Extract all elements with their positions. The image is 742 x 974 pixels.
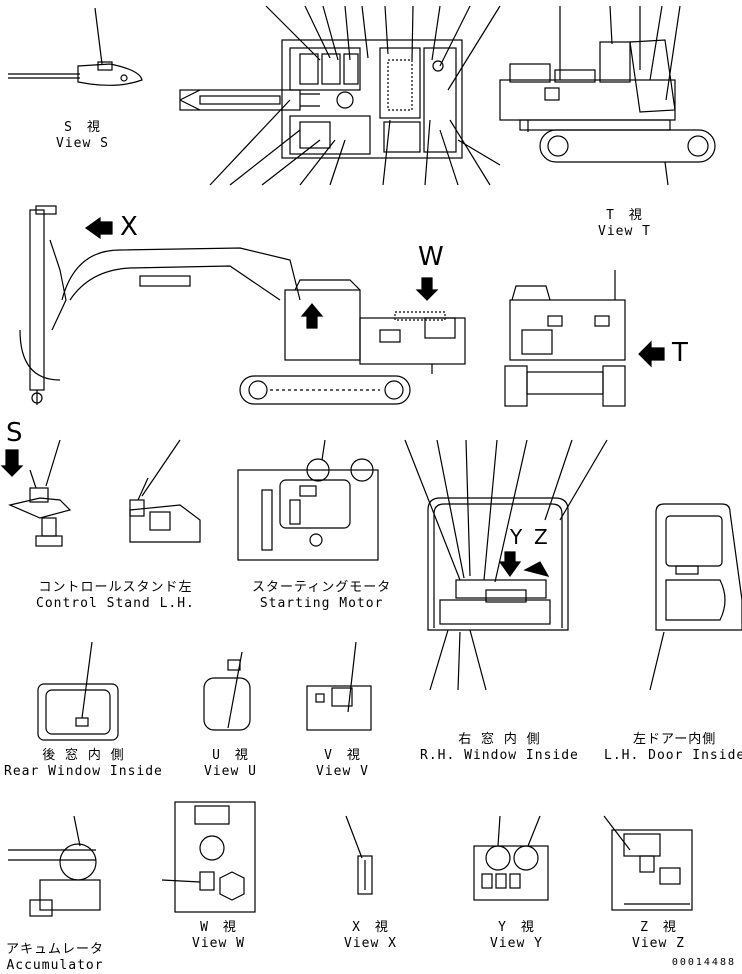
lh-door-drawing [649, 503, 742, 691]
starting-motor-drawing [237, 439, 379, 561]
letter-s: S [6, 418, 23, 448]
view-t-drawing [499, 5, 716, 186]
letter-w: W [418, 242, 444, 272]
control-stand-drawing [0, 439, 201, 547]
accumulator-drawing [8, 815, 101, 917]
top-view-drawing [179, 5, 501, 186]
letter-y: Y [510, 525, 523, 549]
drawing-code: 00014488 [671, 957, 736, 968]
side-view-drawing [19, 205, 466, 405]
letter-z: Z [534, 525, 548, 549]
view-y-drawing [473, 815, 549, 901]
rh-window-drawing [404, 439, 608, 691]
view-z-drawing [603, 815, 693, 911]
letter-t: T [672, 338, 688, 368]
rear-view-drawing [504, 270, 665, 407]
view-x-drawing [345, 815, 373, 895]
view-v-drawing [306, 641, 372, 731]
view-w-drawing [161, 801, 256, 913]
view-s-drawing [8, 7, 143, 86]
rear-window-drawing [37, 641, 119, 741]
view-u-drawing [203, 651, 251, 731]
letter-x: X [120, 212, 138, 242]
